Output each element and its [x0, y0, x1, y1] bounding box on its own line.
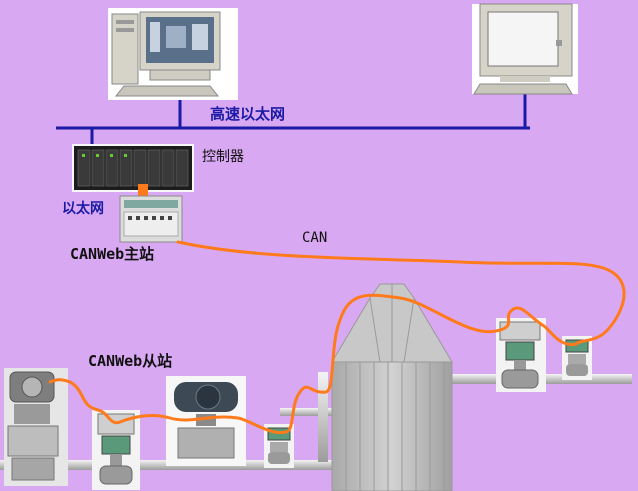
- can-bus-cable: [48, 240, 626, 435]
- canweb-master-module-icon: [119, 184, 183, 243]
- workstation-computer-icon: [108, 8, 238, 100]
- canweb-slave-label: CANWeb从站: [88, 352, 173, 370]
- ethernet-label: 以太网: [62, 201, 104, 217]
- monitor-computer-icon: [472, 3, 578, 95]
- controller-label: 控制器: [202, 149, 244, 165]
- silo-tank-icon: [331, 283, 453, 491]
- can-label: CAN: [302, 230, 328, 246]
- high-speed-ethernet-label: 高速以太网: [210, 105, 286, 123]
- pressure-transmitter-icon: [4, 368, 68, 486]
- canweb-master-label: CANWeb主站: [70, 245, 155, 263]
- plc-controller-icon: [72, 144, 194, 192]
- control-valve-icon: [92, 410, 140, 490]
- pressure-transmitter-icon: [166, 376, 246, 466]
